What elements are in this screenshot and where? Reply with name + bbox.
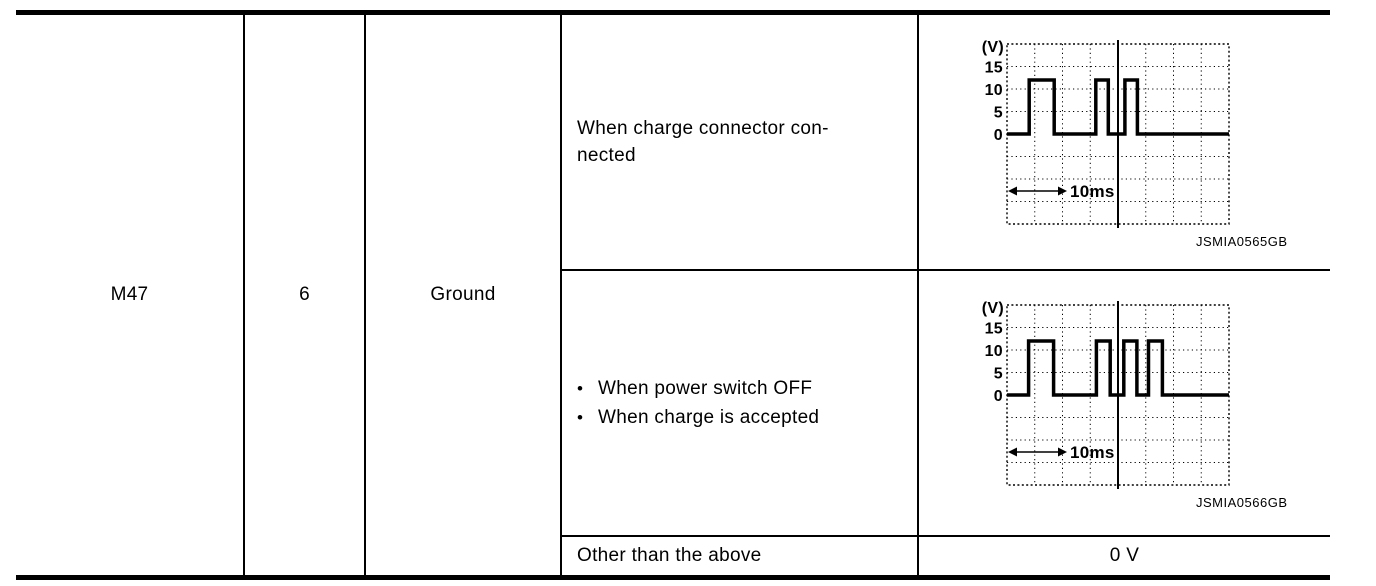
value-cell-row1: (V) 15 10 5 0 10ms JSMIA0565GB bbox=[917, 15, 1330, 269]
oscilloscope-chart-1: (V) 15 10 5 0 10ms bbox=[981, 39, 1230, 228]
svg-text:0: 0 bbox=[993, 388, 1002, 405]
signal-cell: Ground bbox=[364, 15, 560, 575]
condition-cell-row3: Other than the above bbox=[560, 535, 917, 575]
list-item: • When charge is accepted bbox=[577, 404, 819, 431]
condition-text-row1: When charge connector con- nected bbox=[577, 118, 829, 166]
svg-text:15: 15 bbox=[984, 320, 1002, 337]
terminal-label: 6 bbox=[299, 284, 310, 305]
svg-text:5: 5 bbox=[993, 365, 1002, 382]
connector-cell: M47 bbox=[16, 15, 243, 575]
condition-bullet-list: • When power switch OFF • When charge is… bbox=[577, 375, 819, 431]
value-text-row3: 0 V bbox=[1109, 545, 1140, 566]
condition-bullet-text-2: When charge is accepted bbox=[598, 407, 820, 428]
bullet-icon: • bbox=[577, 379, 584, 398]
terminal-signal-table: M47 6 Ground When charge connector con- … bbox=[16, 10, 1330, 580]
svg-text:5: 5 bbox=[993, 104, 1002, 121]
condition-bullet-text-1: When power switch OFF bbox=[598, 378, 813, 399]
svg-text:10ms: 10ms bbox=[1070, 443, 1115, 462]
figure-code-label-2: JSMIA0566GB bbox=[1196, 494, 1288, 510]
figure-code-label-1: JSMIA0565GB bbox=[1196, 233, 1288, 249]
svg-text:0: 0 bbox=[993, 127, 1002, 144]
oscilloscope-chart-2: (V) 15 10 5 0 10ms bbox=[981, 300, 1230, 489]
svg-text:(V): (V) bbox=[981, 300, 1003, 317]
svg-text:(V): (V) bbox=[981, 39, 1003, 56]
connector-label: M47 bbox=[110, 284, 149, 305]
svg-text:10: 10 bbox=[984, 82, 1002, 99]
list-item: • When power switch OFF bbox=[577, 375, 819, 402]
value-cell-row3: 0 V bbox=[917, 535, 1330, 575]
waveform-figure-1: (V) 15 10 5 0 10ms JSMIA0565GB bbox=[960, 36, 1290, 249]
svg-text:10ms: 10ms bbox=[1070, 182, 1115, 201]
bullet-icon: • bbox=[577, 408, 584, 427]
waveform-figure-2: (V) 15 10 5 0 10ms JSMIA0566GB bbox=[960, 297, 1290, 510]
signal-label: Ground bbox=[430, 284, 496, 305]
svg-text:15: 15 bbox=[984, 59, 1002, 76]
condition-cell-row1: When charge connector con- nected bbox=[560, 15, 917, 269]
condition-cell-row2: • When power switch OFF • When charge is… bbox=[560, 269, 917, 535]
svg-text:10: 10 bbox=[984, 343, 1002, 360]
terminal-cell: 6 bbox=[243, 15, 364, 575]
condition-text-row3: Other than the above bbox=[577, 545, 762, 566]
value-cell-row2: (V) 15 10 5 0 10ms JSMIA0566GB bbox=[917, 269, 1330, 535]
